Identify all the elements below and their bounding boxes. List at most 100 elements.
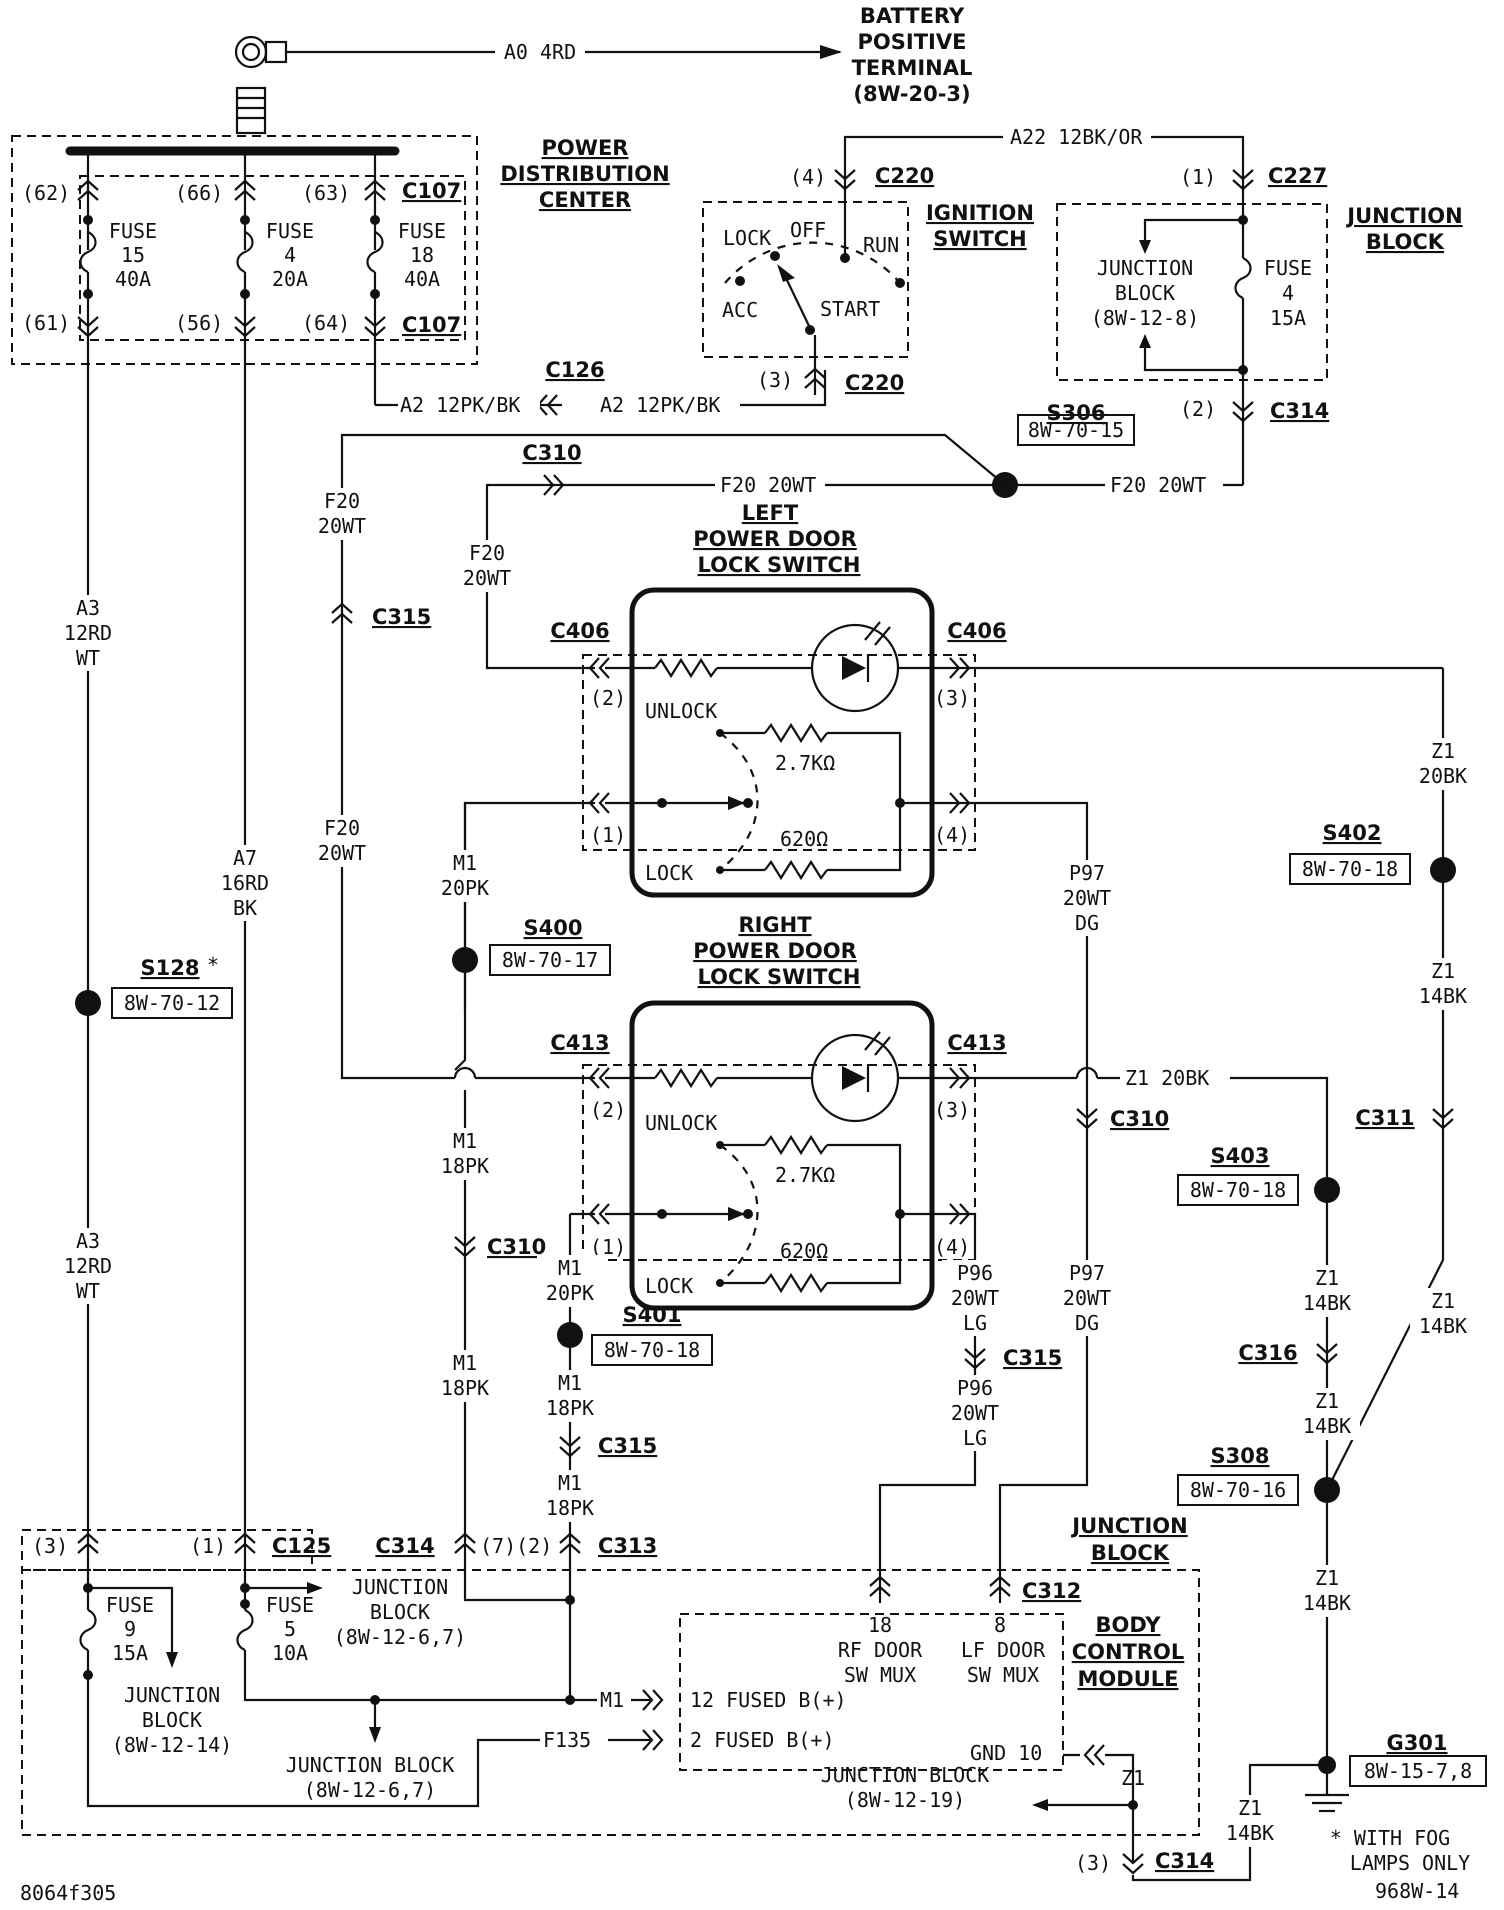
right-r2-label: 620Ω	[780, 1239, 828, 1263]
m1-c-2: 18PK	[441, 1376, 489, 1400]
z1-a-1: Z1	[1431, 739, 1455, 763]
bcm-pin-2: 2 FUSED B(+)	[690, 1728, 835, 1752]
a3-bottom-2: 12RD	[64, 1254, 112, 1278]
p97-a-3: DG	[1075, 911, 1099, 935]
ignition-pos-start: START	[820, 297, 880, 321]
c227-label: C227	[1268, 164, 1327, 188]
ignition-pos-off: OFF	[790, 218, 826, 242]
pdc-title-1: POWER	[542, 136, 629, 160]
f20-left3-a: F20	[324, 816, 360, 840]
left-door-lock-switch: LEFT POWER DOOR LOCK SWITCH (2) (3) UNLO…	[463, 501, 1443, 1080]
s400-name: S400	[524, 916, 583, 940]
s128-splice	[75, 990, 101, 1016]
s401-ref: 8W-70-18	[604, 1338, 700, 1362]
m1-a-2: 20PK	[441, 876, 489, 900]
bcm-title-3: MODULE	[1078, 1667, 1179, 1691]
bcm-lf-2: SW MUX	[967, 1663, 1039, 1687]
z1-d-1: Z1	[1315, 1266, 1339, 1290]
c314-bottom-label: C314	[1155, 1849, 1214, 1873]
s308-ref: 8W-70-16	[1190, 1478, 1286, 1502]
c310-p97-label: C310	[1110, 1107, 1169, 1131]
p97-a-2: 20WT	[1063, 886, 1111, 910]
c220-bottom-label: C220	[845, 371, 904, 395]
z1-b-1: Z1	[1431, 959, 1455, 983]
pdc-pin-61: (61)	[22, 311, 70, 335]
a2-left-label: A2 12PK/BK	[400, 393, 520, 417]
c413-left-label: C413	[550, 1031, 609, 1055]
a7-1: A7	[233, 846, 257, 870]
fuse-5-3: 10A	[272, 1641, 308, 1665]
f20-right-label: F20 20WT	[1110, 473, 1206, 497]
battery-title-1: BATTERY	[860, 4, 965, 28]
f20-left3-b: 20WT	[318, 841, 366, 865]
a7-3: BK	[233, 896, 257, 920]
jb-top-fuse-1: FUSE	[1264, 256, 1312, 280]
a22-label: A22 12BK/OR	[1010, 125, 1143, 149]
right-unlock-label: UNLOCK	[645, 1111, 717, 1135]
power-distribution-center: POWER DISTRIBUTION CENTER (62) (61) FUSE…	[11, 135, 670, 1540]
s402-splice	[1430, 857, 1456, 883]
bcm-title-1: BODY	[1096, 1613, 1162, 1637]
ignition-title-2: SWITCH	[933, 227, 1026, 251]
fuse-18-label-2: 18	[410, 243, 434, 267]
c315-p96-label: C315	[1003, 1346, 1062, 1370]
left-unlock-label: UNLOCK	[645, 699, 717, 723]
m1-f-1: M1	[558, 1471, 582, 1495]
s306-name: S306	[1047, 401, 1106, 425]
s401-name: S401	[623, 1303, 682, 1327]
c125-pin-1: (1)	[190, 1534, 226, 1558]
a2-wire: A2 12PK/BK A2 12PK/BK C126	[375, 358, 827, 417]
z1-small-label: Z1	[1121, 1766, 1145, 1790]
battery-terminal: A0 4RD BATTERY POSITIVE TERMINAL (8W-20-…	[234, 4, 972, 135]
left-pin-1: (1)	[590, 823, 626, 847]
p97-a-1: P97	[1069, 861, 1105, 885]
p96-a-2: 20WT	[951, 1286, 999, 1310]
c310-top-label: C310	[522, 441, 581, 465]
pdc-pin-66: (66)	[175, 181, 223, 205]
junction-block-bottom: JUNCTION BLOCK FUSE 9 15A JUNCTION BLOCK…	[21, 1514, 1200, 1836]
bcm-title-2: CONTROL	[1072, 1640, 1185, 1664]
a3-top-3: WT	[76, 646, 100, 670]
jb-12-67a-3: (8W-12-6,7)	[334, 1625, 466, 1649]
ignition-title-1: IGNITION	[926, 201, 1034, 225]
a7-2: 16RD	[221, 871, 269, 895]
jb-12-67b-1: JUNCTION BLOCK	[286, 1753, 455, 1777]
left-pin-4: (4)	[934, 823, 970, 847]
ignition-switch: A22 12BK/OR (4) C220 LOCK OFF RUN ACC ST…	[702, 125, 1245, 395]
m1-d-1: M1	[558, 1256, 582, 1280]
jb-top-inner-1: JUNCTION	[1097, 256, 1193, 280]
s400-ref: 8W-70-17	[502, 948, 598, 972]
m1-f-2: 18PK	[546, 1496, 594, 1520]
c315-upper-label: C315	[372, 605, 431, 629]
p97-b-3: DG	[1075, 1311, 1099, 1335]
s400-splice	[452, 947, 478, 973]
s128-name: S128	[141, 956, 200, 980]
s403-splice	[1314, 1177, 1340, 1203]
c314-m1-label: C314	[375, 1534, 434, 1558]
c315-m1-label: C315	[598, 1434, 657, 1458]
a3-top-1: A3	[76, 596, 100, 620]
a3-bottom-3: WT	[76, 1279, 100, 1303]
right-switch-title-2: POWER DOOR	[693, 939, 857, 963]
fuse-4-label-3: 20A	[272, 267, 308, 291]
right-pin-3: (3)	[934, 1098, 970, 1122]
right-switch-title-3: LOCK SWITCH	[698, 965, 861, 989]
bcm-pin-8: 8	[994, 1613, 1006, 1637]
ignition-pos-acc: ACC	[722, 298, 758, 322]
fuse-18-label-3: 40A	[404, 267, 440, 291]
z1-d-2: 14BK	[1303, 1291, 1351, 1315]
m1-c-1: M1	[453, 1351, 477, 1375]
bcm-lf-1: LF DOOR	[961, 1638, 1046, 1662]
battery-terminal-ring-icon	[234, 35, 268, 69]
c220-top-label: C220	[875, 164, 934, 188]
z1-a-2: 20BK	[1419, 764, 1467, 788]
right-switch-title-1: RIGHT	[738, 913, 812, 937]
jb-top-inner-3: (8W-12-8)	[1091, 306, 1199, 330]
bcm-pin-12: 12 FUSED B(+)	[690, 1688, 847, 1712]
c125-label: C125	[272, 1534, 331, 1558]
jb-12-14-1: JUNCTION	[124, 1683, 220, 1707]
g301-name: G301	[1386, 1731, 1447, 1755]
p96-a-1: P96	[957, 1261, 993, 1285]
z1-f-1: Z1	[1315, 1566, 1339, 1590]
a3-bottom-1: A3	[76, 1229, 100, 1253]
